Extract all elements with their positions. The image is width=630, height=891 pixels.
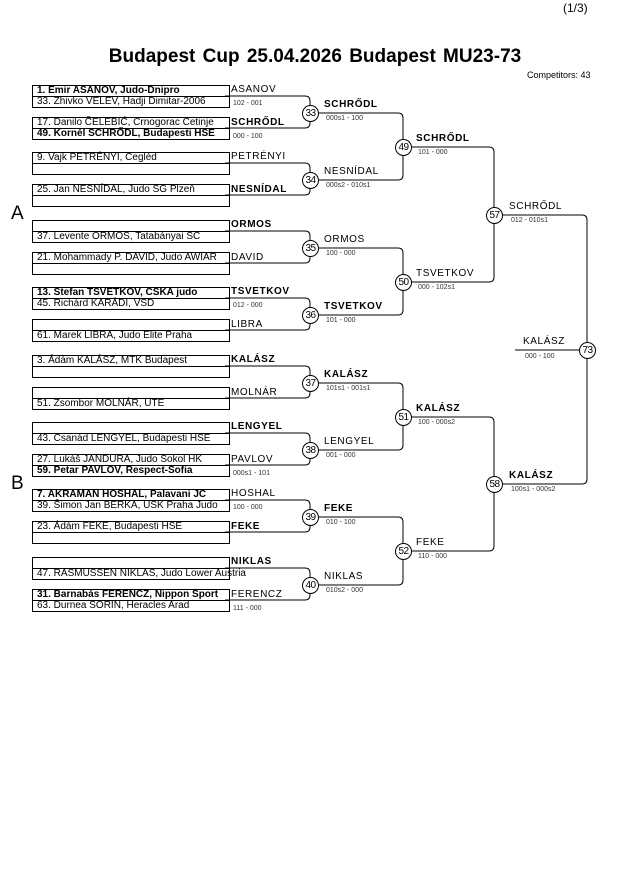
final-winner-name: KALÁSZ <box>523 336 565 347</box>
round4-winner-name: KALÁSZ <box>509 470 554 481</box>
round1-score: 012 - 000 <box>233 302 263 309</box>
round3-score: 100 - 000s2 <box>418 419 455 426</box>
match-number: 39 <box>302 509 319 526</box>
competitor-entry <box>32 195 230 207</box>
page-number: (1/3) <box>563 1 588 15</box>
competitor-entry: 39. Šimon Jan BERKA, USK Praha Judo <box>32 500 230 512</box>
round1-winner-name: FERENCZ <box>231 589 283 600</box>
round2-score: 001 - 000 <box>326 452 356 459</box>
round2-score: 100 - 000 <box>326 250 356 257</box>
round1-score: 102 - 001 <box>233 100 263 107</box>
competitor-entry: 43. Csanád LENGYEL, Budapesti HSE <box>32 433 230 445</box>
match-number: 33 <box>302 105 319 122</box>
match-number: 34 <box>302 172 319 189</box>
round2-winner-name: NESNÍDAL <box>324 166 379 177</box>
round4-score: 012 - 010s1 <box>511 217 548 224</box>
round1-winner-name: NIKLAS <box>231 556 272 567</box>
match-number: 52 <box>395 543 412 560</box>
match-number: 73 <box>579 342 596 359</box>
round3-score: 110 - 000 <box>418 553 448 560</box>
round2-winner-name: SCHRŐDL <box>324 99 378 110</box>
round2-winner-name: ORMOS <box>324 234 365 245</box>
round2-score: 101s1 - 001s1 <box>326 385 371 392</box>
round1-winner-name: LIBRA <box>231 319 263 330</box>
match-number: 49 <box>395 139 412 156</box>
round2-score: 010 - 100 <box>326 519 356 526</box>
round1-score: 000s1 - 101 <box>233 470 270 477</box>
competitor-entry: 61. Marek LIBRA, Judo Elite Praha <box>32 330 230 342</box>
round2-winner-name: KALÁSZ <box>324 369 369 380</box>
round2-score: 010s2 - 000 <box>326 587 363 594</box>
round2-winner-name: LENGYEL <box>324 436 375 447</box>
competitor-entry: 33. Zhivko VELEV, Hadji Dimitar-2006 <box>32 96 230 108</box>
round2-winner-name: TSVETKOV <box>324 301 383 312</box>
match-number: 57 <box>486 207 503 224</box>
pool-label-a: A <box>11 203 24 224</box>
round4-score: 100s1 - 000s2 <box>511 486 556 493</box>
competitor-entry: 47. RASMUSSEN NIKLAS, Judo Lower Austria <box>32 568 246 580</box>
round1-winner-name: NESNÍDAL <box>231 184 287 195</box>
match-number: 58 <box>486 476 503 493</box>
round1-winner-name: ORMOS <box>231 219 272 230</box>
competitor-entry <box>32 532 230 544</box>
match-number: 40 <box>302 577 319 594</box>
match-number: 38 <box>302 442 319 459</box>
final-score: 000 - 100 <box>525 353 555 360</box>
round1-winner-name: LENGYEL <box>231 421 283 432</box>
round2-winner-name: FEKE <box>324 503 354 514</box>
round1-winner-name: ASANOV <box>231 84 277 95</box>
competitor-entry <box>32 366 230 378</box>
competitors-count: Competitors: 43 <box>527 70 591 80</box>
round2-winner-name: NIKLAS <box>324 571 364 582</box>
round1-score: 100 - 000 <box>233 504 263 511</box>
round1-score: 000 - 100 <box>233 133 263 140</box>
competitor-entry: 45. Richárd KARÁDI, VSD <box>32 298 230 310</box>
round1-winner-name: MOLNÁR <box>231 387 278 398</box>
round2-score: 101 - 000 <box>326 317 356 324</box>
round2-score: 000s1 - 100 <box>326 115 363 122</box>
round3-score: 000 - 102s1 <box>418 284 455 291</box>
round3-score: 101 - 000 <box>418 149 448 156</box>
round1-winner-name: TSVETKOV <box>231 286 290 297</box>
match-number: 50 <box>395 274 412 291</box>
round1-winner-name: DAVID <box>231 252 264 263</box>
competitor-entry: 37. Levente ORMOS, Tatabányai SC <box>32 231 230 243</box>
match-number: 37 <box>302 375 319 392</box>
pool-label-b: B <box>11 473 24 494</box>
round3-winner-name: KALÁSZ <box>416 403 461 414</box>
round1-winner-name: KALÁSZ <box>231 354 276 365</box>
round3-winner-name: TSVETKOV <box>416 268 475 279</box>
round1-winner-name: PAVLOV <box>231 454 274 465</box>
round1-winner-name: SCHRŐDL <box>231 117 285 128</box>
round3-winner-name: SCHRŐDL <box>416 133 470 144</box>
match-number: 36 <box>302 307 319 324</box>
match-number: 35 <box>302 240 319 257</box>
competitor-entry: 49. Kornél SCHRŐDL, Budapesti HSE <box>32 128 230 140</box>
match-number: 51 <box>395 409 412 426</box>
competitor-entry: 51. Zsombor MOLNÁR, UTE <box>32 398 230 410</box>
competitor-entry: 59. Petar PAVLOV, Respect-Sofia <box>32 465 230 477</box>
match-bracket <box>411 146 495 283</box>
page-title: Budapest Cup 25.04.2026 Budapest MU23-73 <box>108 46 522 67</box>
round3-winner-name: FEKE <box>416 537 445 548</box>
competitor-entry <box>32 263 230 275</box>
round1-winner-name: PETRÉNYI <box>231 151 286 162</box>
match-bracket <box>411 416 495 552</box>
competitor-entry: 63. Durnea SORIN, Heracles Arad <box>32 600 230 612</box>
round1-winner-name: FEKE <box>231 521 261 532</box>
competitor-entry <box>32 163 230 175</box>
round4-winner-name: SCHRŐDL <box>509 201 563 212</box>
round2-score: 000s2 - 010s1 <box>326 182 371 189</box>
round1-score: 111 - 000 <box>233 605 262 612</box>
round1-winner-name: HOSHAL <box>231 488 276 499</box>
